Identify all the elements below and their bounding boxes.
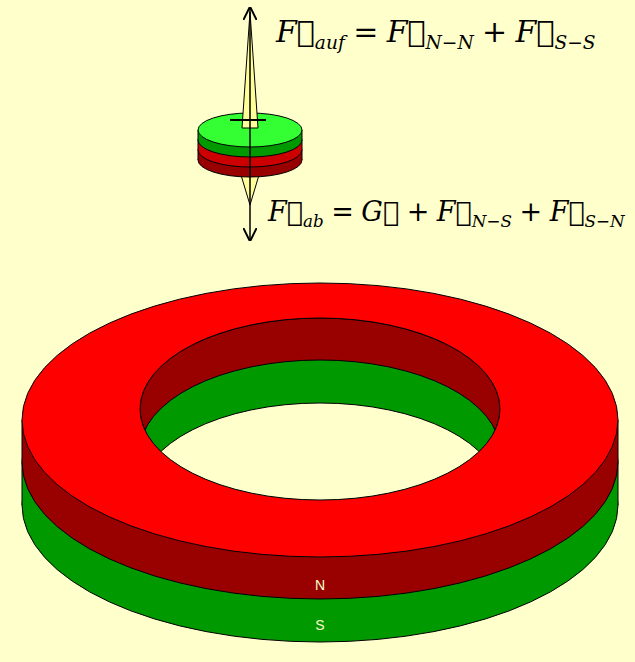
force-vector: F⃗ <box>276 14 315 49</box>
operator: + <box>519 196 542 227</box>
force-subscript: S−S <box>554 32 595 53</box>
force-down-formula: F⃗ab=G⃗+F⃗N−S+F⃗S−N <box>268 196 625 231</box>
force-subscript: auf <box>315 32 345 53</box>
operator: + <box>407 196 430 227</box>
force-subscript: N−N <box>426 32 474 53</box>
force-vector: G⃗ <box>361 196 399 227</box>
force-up-formula: F⃗auf=F⃗N−N+F⃗S−S <box>276 14 595 53</box>
ring-magnet <box>22 283 618 642</box>
pole-label: N <box>315 577 325 593</box>
force-vector: F⃗ <box>437 196 472 227</box>
force-subscript: N−S <box>472 211 512 231</box>
pole-label: S <box>315 617 324 633</box>
operator: = <box>331 196 354 227</box>
force-vector: F⃗ <box>268 196 303 227</box>
force-subscript: ab <box>303 211 324 231</box>
operator: = <box>353 14 378 49</box>
operator: + <box>482 14 507 49</box>
force-subscript: S−N <box>585 211 625 231</box>
force-vector: F⃗ <box>387 14 426 49</box>
force-vector: F⃗ <box>550 196 585 227</box>
force-vector: F⃗ <box>516 14 555 49</box>
